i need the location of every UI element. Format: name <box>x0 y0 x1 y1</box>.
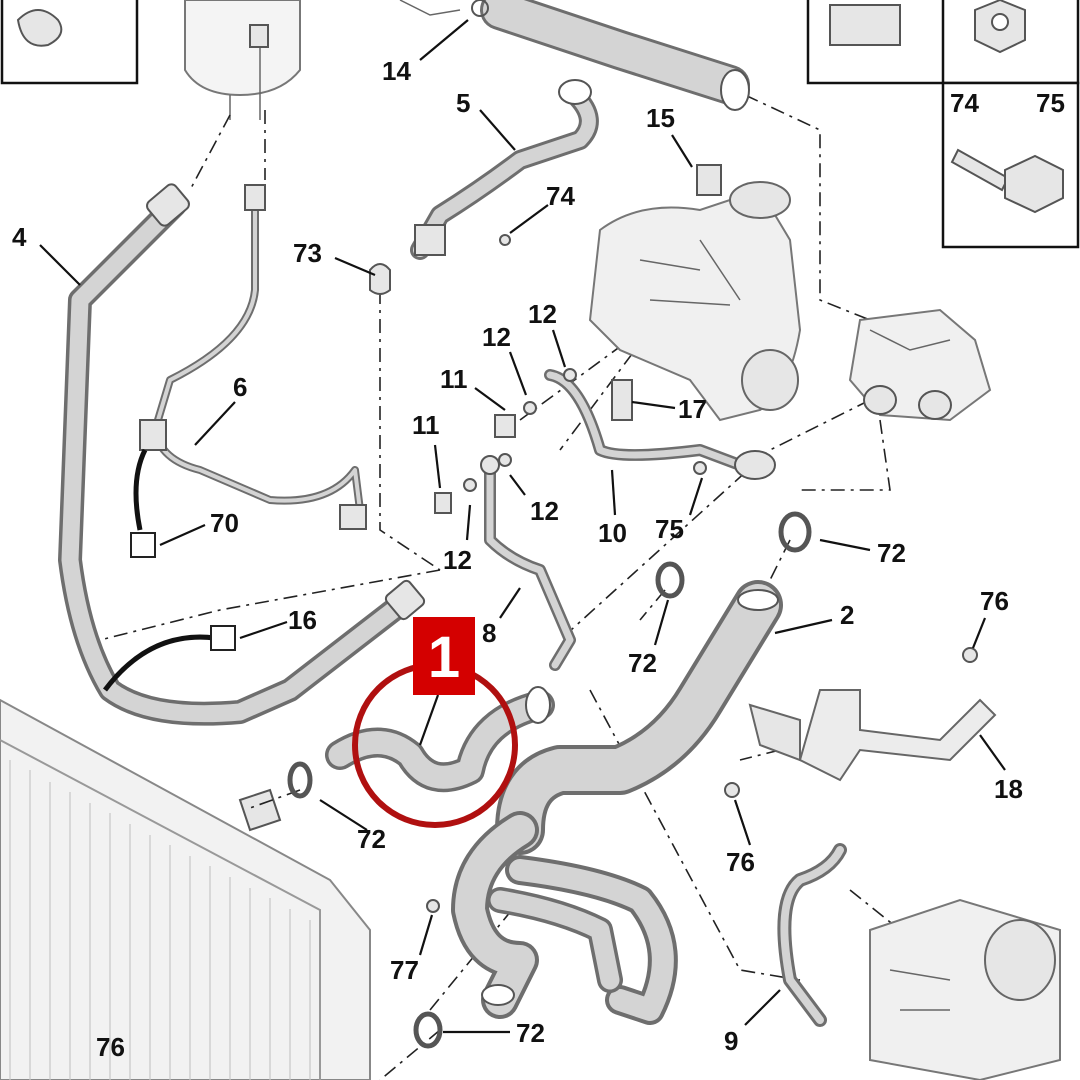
callout-16: 16 <box>288 605 317 635</box>
assembly-lines <box>99 94 901 1080</box>
hose-14 <box>399 0 750 111</box>
fittings <box>369 224 707 514</box>
callout-11-b: 11 <box>412 410 440 440</box>
highlight-badge-number: 1 <box>428 625 460 690</box>
radiator <box>0 698 371 1080</box>
callout-10: 10 <box>598 518 627 548</box>
callout-70: 70 <box>210 508 239 538</box>
callout-18: 18 <box>994 774 1023 804</box>
callout-labels: 14 5 15 74 75 74 4 73 12 12 11 11 6 17 1… <box>12 56 1065 1062</box>
callout-12-a: 12 <box>482 322 511 352</box>
callout-4: 4 <box>12 222 27 252</box>
hose-2 <box>495 580 783 855</box>
callout-75-inset: 75 <box>1036 88 1065 118</box>
callout-12-c: 12 <box>530 496 559 526</box>
lower-hoses <box>451 811 678 1025</box>
screws <box>426 647 978 913</box>
callout-17: 17 <box>678 394 707 424</box>
bracket-18 <box>748 689 997 782</box>
callout-73: 73 <box>293 238 322 268</box>
pipe-10 <box>544 369 776 480</box>
inset-top-right <box>806 0 1080 85</box>
callout-6: 6 <box>233 372 247 402</box>
pipe-8 <box>480 455 576 671</box>
callout-74: 74 <box>546 181 575 211</box>
leader-lines <box>39 19 1006 1034</box>
thermostat-housing <box>848 308 992 422</box>
highlight-part-1: 1 <box>352 617 518 828</box>
inset-top-left <box>0 0 139 85</box>
hose-4 <box>58 183 426 726</box>
turbocharger <box>588 164 802 422</box>
callout-72-c: 72 <box>357 824 386 854</box>
callout-14: 14 <box>382 56 411 86</box>
callout-72-d: 72 <box>516 1018 545 1048</box>
hose-6 <box>133 184 367 531</box>
callout-5: 5 <box>456 88 470 118</box>
callout-9: 9 <box>724 1026 738 1056</box>
hose-9 <box>777 843 847 1027</box>
callout-75: 75 <box>655 514 684 544</box>
expansion-tank <box>184 0 301 120</box>
callout-76-a: 76 <box>980 586 1009 616</box>
callout-77: 77 <box>390 955 419 985</box>
callout-72-b: 72 <box>628 648 657 678</box>
inset-bolts-74-75 <box>941 81 1080 249</box>
connector-16 <box>210 625 236 651</box>
callout-8: 8 <box>482 618 496 648</box>
connector-70 <box>130 532 156 558</box>
callout-76-c: 76 <box>96 1032 125 1062</box>
hose-5 <box>410 79 599 260</box>
callout-76-b: 76 <box>726 847 755 877</box>
oil-filter-assembly <box>869 898 1061 1080</box>
callout-12-b: 12 <box>528 299 557 329</box>
callout-15: 15 <box>646 103 675 133</box>
callout-72-a: 72 <box>877 538 906 568</box>
hose-16 <box>103 634 216 692</box>
clamps <box>287 511 812 1049</box>
callout-11-a: 11 <box>440 364 468 394</box>
hose-1 <box>325 686 555 793</box>
highlight-badge <box>413 617 475 695</box>
callout-2: 2 <box>840 600 854 630</box>
callout-12-d: 12 <box>443 545 472 575</box>
callout-74-inset: 74 <box>950 88 979 118</box>
